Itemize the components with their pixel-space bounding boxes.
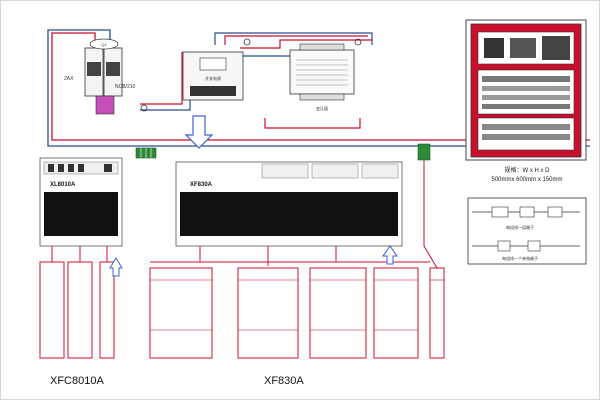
right-block-4 xyxy=(373,267,419,359)
left-block-1 xyxy=(39,261,65,359)
breaker-top-label: Q1 xyxy=(101,42,107,47)
breaker-a-label: 2AX xyxy=(64,76,74,82)
breaker-b-label: NCB/210 xyxy=(115,84,136,90)
psu-caption: 开关电源 xyxy=(205,75,221,81)
cabinet-drawing: 规格：W x H x D 500mmx 600mm x 150mm xyxy=(465,19,587,183)
terminal-green-right xyxy=(417,143,431,161)
power-section: Q1 2AX NCB/210 开关电源 变压器 xyxy=(47,29,590,161)
transformer-fins xyxy=(296,59,348,86)
module-xl8010a: XL8010A xyxy=(39,157,123,247)
module-xl8010a-label: XL8010A xyxy=(50,182,76,188)
right-block-5 xyxy=(429,267,445,359)
module-xf830a-label: XF830A xyxy=(190,182,213,188)
transformer-caption: 变压器 xyxy=(316,105,328,111)
fuse-block xyxy=(95,95,115,115)
wire-red-loop xyxy=(51,32,590,141)
left-block-2 xyxy=(67,261,93,359)
up-arrow-right-icon xyxy=(382,245,398,265)
module-xf830a-pins xyxy=(180,192,398,236)
right-block-1 xyxy=(149,267,213,359)
caption-right: XF830A xyxy=(264,375,304,387)
module-xl8010a-pins xyxy=(44,192,118,236)
module-xf830a: XF830A xyxy=(175,161,403,247)
cabinet-title: 规格：W x H x D xyxy=(505,166,551,174)
caption-left: XFC8010A xyxy=(50,375,104,387)
up-arrow-left-icon xyxy=(109,257,123,277)
cabinet-dims: 500mmx 600mm x 150mm xyxy=(491,177,562,183)
legend-row1-label: 每组线一组端子 xyxy=(506,224,534,230)
right-block-2 xyxy=(237,267,299,359)
right-block-3 xyxy=(309,267,367,359)
left-block-3 xyxy=(99,261,115,359)
legend-row2-label: 每组线一个单独端子 xyxy=(502,255,538,261)
transformer xyxy=(289,49,355,95)
wire-blue-loop xyxy=(47,29,590,147)
down-arrow-icon xyxy=(184,115,214,149)
left-terminal-blocks xyxy=(39,246,115,359)
right-terminal-blocks xyxy=(149,267,445,359)
wiring-legend: 每组线一组端子 每组线一个单独端子 xyxy=(467,197,587,265)
